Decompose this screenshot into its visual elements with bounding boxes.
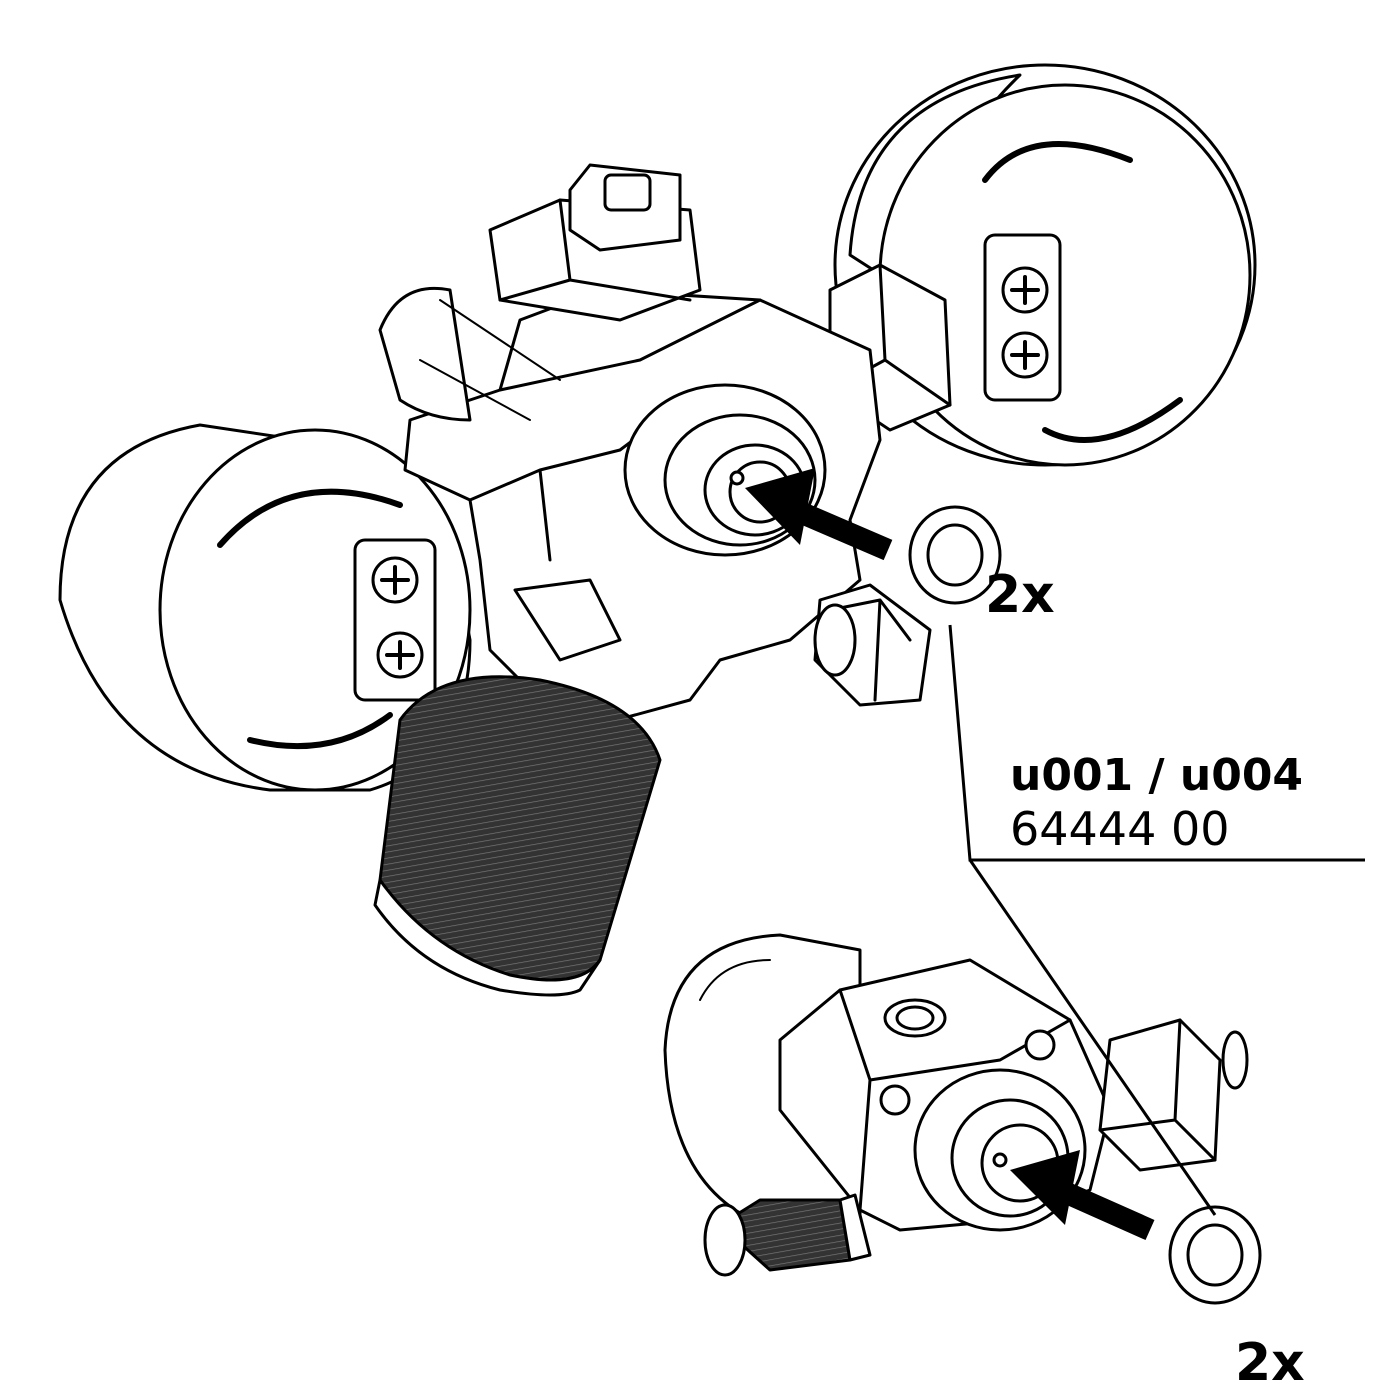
hose-fitting	[813, 583, 932, 707]
screw-icon	[1001, 331, 1049, 379]
leader-line-bottom	[968, 859, 1217, 1216]
leader-lines	[948, 624, 1365, 1216]
seal-ring-top	[908, 505, 1002, 605]
seal-ring-bottom	[1168, 1205, 1262, 1305]
screw-icon	[1001, 266, 1049, 314]
quantity-label-top: 2x	[985, 565, 1055, 625]
gauge-left	[58, 423, 472, 792]
screw-icon	[371, 556, 419, 604]
gauge-right	[828, 63, 1257, 467]
pressure-regulator-bottom	[663, 933, 1249, 1277]
adjustment-knob-small	[703, 1193, 872, 1277]
pressure-regulator-top	[58, 63, 1257, 997]
insertion-arrow-top	[745, 468, 893, 561]
quantity-label-bottom: 2x	[1235, 1333, 1305, 1393]
adjustment-knob	[373, 675, 662, 997]
hose-fitting-bottom	[1098, 1018, 1249, 1172]
insertion-arrow-bottom	[1010, 1150, 1155, 1241]
order-number-label: 64444 00	[1010, 802, 1230, 856]
screw-icon	[376, 631, 424, 679]
part-numbers-label: u001 / u004	[1010, 750, 1303, 801]
